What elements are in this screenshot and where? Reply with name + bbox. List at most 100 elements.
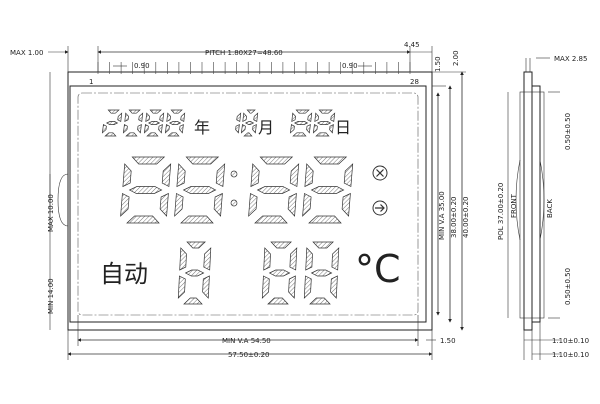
- dim-pin-width-right: 0.90: [342, 62, 358, 70]
- segment-d: [104, 132, 117, 137]
- segment-d: [309, 297, 331, 305]
- segment-a: [259, 156, 294, 165]
- digit-8: [261, 241, 298, 305]
- segment-c: [202, 275, 210, 299]
- dim-top-050: 0.50±0.50: [564, 113, 572, 150]
- dim-glass-b: 1.10±0.10: [552, 351, 589, 359]
- digit-0: [122, 109, 144, 137]
- segment-e: [240, 124, 246, 134]
- segment-c: [306, 124, 311, 134]
- segment-b: [161, 163, 172, 188]
- segment-f: [179, 247, 187, 271]
- label-back: BACK: [546, 199, 554, 218]
- dim-height-38: 38.00±0.20: [450, 197, 458, 239]
- char-month: 月: [258, 118, 274, 137]
- digit-1: [235, 112, 242, 134]
- segment-g: [268, 269, 291, 277]
- digit-8: [289, 109, 313, 137]
- segment-a: [128, 109, 141, 114]
- segment-f: [176, 163, 186, 188]
- segment-b: [203, 247, 212, 271]
- segment-f: [314, 112, 319, 122]
- segment-g: [169, 121, 182, 125]
- segment-b: [289, 247, 298, 271]
- segment-a: [312, 241, 334, 249]
- segment-a: [246, 109, 256, 114]
- digit-8: [174, 156, 226, 224]
- segment-c: [213, 192, 223, 217]
- dim-pitch: PITCH 1.80X27=48.60: [205, 49, 283, 57]
- time-row: [120, 156, 354, 224]
- segment-b: [289, 163, 300, 188]
- dim-width-57: 57.50±0.20: [228, 351, 270, 359]
- segment-e: [302, 192, 312, 217]
- segment-d: [167, 132, 180, 137]
- digit-8: [177, 241, 212, 305]
- digit-8: [240, 109, 259, 137]
- segment-f: [166, 112, 171, 122]
- segment-g: [128, 186, 163, 194]
- segment-c: [235, 124, 240, 134]
- segment-f: [250, 163, 260, 188]
- pin-first-label: 1: [89, 78, 93, 86]
- arrow-right-icon: [372, 200, 388, 216]
- segment-f: [124, 112, 129, 122]
- segment-e: [164, 124, 170, 134]
- segment-e: [120, 192, 130, 217]
- segment-f: [242, 112, 247, 122]
- segment-b: [138, 112, 144, 122]
- auto-label: 自动: [100, 260, 148, 288]
- segment-g: [310, 269, 333, 277]
- segment-c: [158, 124, 163, 134]
- left-tab: [57, 173, 69, 227]
- side-view: POL 37.00±0.20 FRONT BACK MAX 2.85 0.50±…: [497, 55, 589, 360]
- char-year: 年: [194, 118, 210, 137]
- segment-c: [341, 192, 351, 217]
- dim-min-va-h: MIN V.A 35.00: [438, 191, 446, 240]
- segment-b: [215, 163, 226, 188]
- segment-b: [236, 112, 242, 122]
- segment-c: [137, 124, 142, 134]
- segment-d: [126, 215, 160, 224]
- digit-8: [143, 109, 165, 137]
- segment-c: [330, 275, 338, 299]
- char-day: 日: [335, 118, 351, 137]
- dim-top-b: 2.00: [452, 50, 460, 66]
- segment-d: [180, 215, 214, 224]
- digit-8: [248, 156, 300, 224]
- segment-b: [343, 163, 354, 188]
- segment-g: [106, 121, 119, 125]
- inner-glass: [69, 85, 427, 323]
- segment-f: [305, 247, 313, 271]
- segment-c: [252, 124, 257, 134]
- segment-f: [304, 163, 314, 188]
- pin-last-label: 28: [410, 78, 419, 86]
- dimension-lines: PITCH 1.80X27=48.60 MAX 1.00 0.90 0.90 4…: [10, 41, 470, 360]
- temp-row: [177, 241, 340, 305]
- front-view: 1 28 年 月 日 自动 °C: [57, 62, 433, 331]
- segment-b: [253, 112, 259, 122]
- segment-c: [329, 124, 334, 134]
- segment-g: [294, 121, 309, 125]
- segment-a: [170, 109, 183, 114]
- dim-pin-width-left: 0.90: [134, 62, 150, 70]
- segment-a: [270, 241, 292, 249]
- segment-g: [182, 186, 217, 194]
- colon-dot-bottom: [230, 199, 238, 207]
- celsius-symbol: °C: [355, 247, 401, 291]
- dim-max-left-top: MAX 1.00: [10, 49, 43, 57]
- digit-8: [302, 156, 354, 224]
- digit-8: [120, 156, 172, 224]
- segment-d: [243, 132, 253, 137]
- digit-8: [303, 241, 340, 305]
- digit-8: [312, 109, 336, 137]
- segment-e: [177, 275, 186, 299]
- segment-g: [310, 186, 345, 194]
- segment-b: [331, 247, 340, 271]
- segment-g: [148, 121, 161, 125]
- segment-d: [183, 297, 203, 305]
- segment-d: [125, 132, 138, 137]
- segment-e: [289, 124, 295, 134]
- segment-a: [107, 109, 120, 114]
- dim-max-285: MAX 2.85: [554, 55, 587, 63]
